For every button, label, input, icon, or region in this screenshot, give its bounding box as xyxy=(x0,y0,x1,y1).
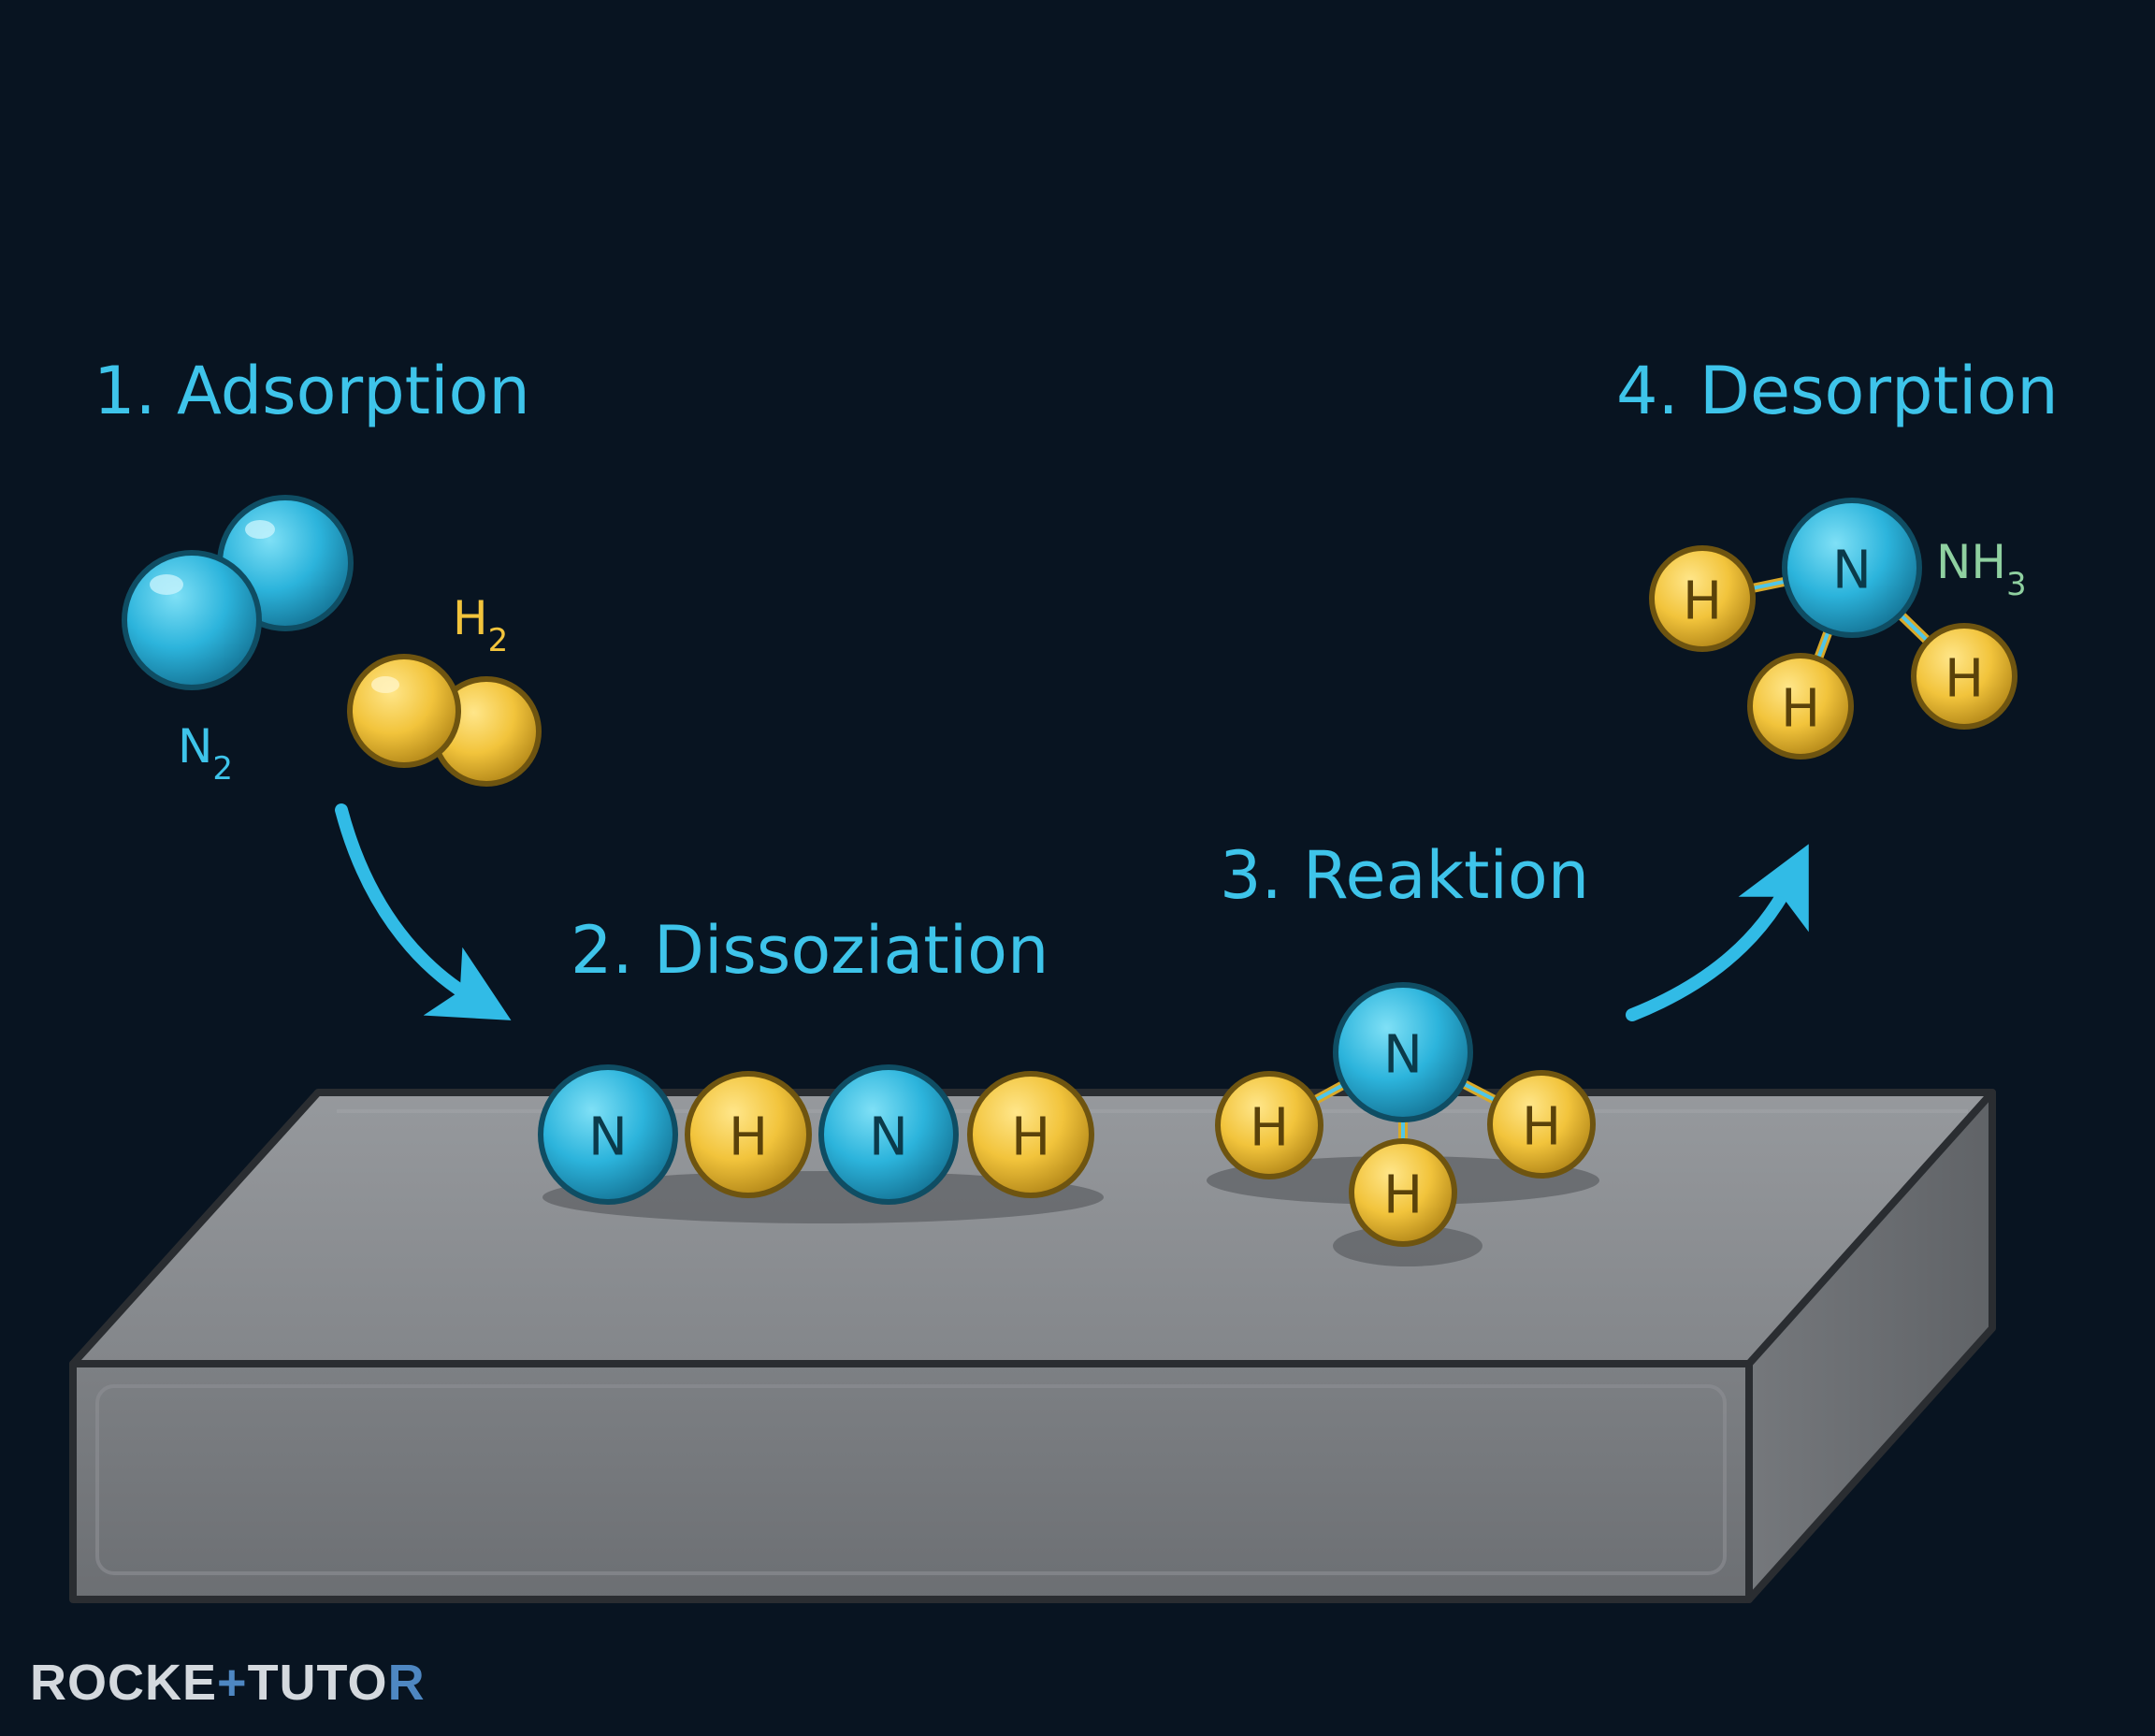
svg-text:N: N xyxy=(588,1107,628,1168)
atom-hydrogen: H xyxy=(1911,623,2018,730)
atom-nitrogen: N xyxy=(818,1064,959,1205)
nh3-molecule: N H H H xyxy=(1649,498,2018,760)
atom-hydrogen: H xyxy=(967,1071,1094,1198)
svg-text:H: H xyxy=(1683,571,1722,632)
step-reaction-label: 3. Reaktion xyxy=(1220,837,1589,914)
atom-hydrogen: H xyxy=(1747,653,1854,760)
arrow-down-icon xyxy=(335,803,512,1020)
h2-label: H2 xyxy=(453,591,508,659)
n2-molecule xyxy=(122,495,354,690)
step-adsorption-label: 1. Adsorption xyxy=(94,353,530,429)
svg-text:H: H xyxy=(729,1107,768,1168)
atom-hydrogen: H xyxy=(685,1071,812,1198)
step-desorption-label: 4. Desorption xyxy=(1616,353,2059,429)
svg-text:H: H xyxy=(1522,1097,1561,1158)
atom-nitrogen: N xyxy=(538,1064,678,1205)
dissociated-atoms: N H N H xyxy=(538,1064,1094,1205)
svg-text:N: N xyxy=(1383,1025,1423,1086)
nh3-on-surface: N H H H xyxy=(1215,982,1596,1247)
step-dissociation-label: 2. Dissoziation xyxy=(571,912,1049,989)
svg-text:H: H xyxy=(1383,1165,1423,1226)
surface-side-face xyxy=(1745,1089,1996,1603)
atom-hydrogen: H xyxy=(1649,545,1756,652)
svg-text:H: H xyxy=(1945,649,1984,710)
svg-text:H: H xyxy=(1781,679,1820,740)
svg-text:N: N xyxy=(1832,541,1872,601)
surface-front-face xyxy=(69,1360,1753,1603)
svg-text:N: N xyxy=(869,1107,908,1168)
brand-logo: ROCKE+TUTOR xyxy=(30,1655,426,1711)
atom-hydrogen: H xyxy=(1349,1138,1457,1247)
arrow-up-icon xyxy=(1626,844,1809,1021)
atom-hydrogen: H xyxy=(1487,1070,1596,1179)
atom-hydrogen: H xyxy=(1215,1071,1323,1179)
atom-nitrogen: N xyxy=(1333,982,1473,1122)
h2-molecule xyxy=(347,654,542,787)
n2-label: N2 xyxy=(178,719,233,788)
svg-text:H: H xyxy=(1250,1098,1289,1159)
atom-nitrogen: N xyxy=(1782,498,1922,638)
nh3-label: NH3 xyxy=(1936,535,2027,603)
svg-text:H: H xyxy=(1011,1107,1050,1168)
